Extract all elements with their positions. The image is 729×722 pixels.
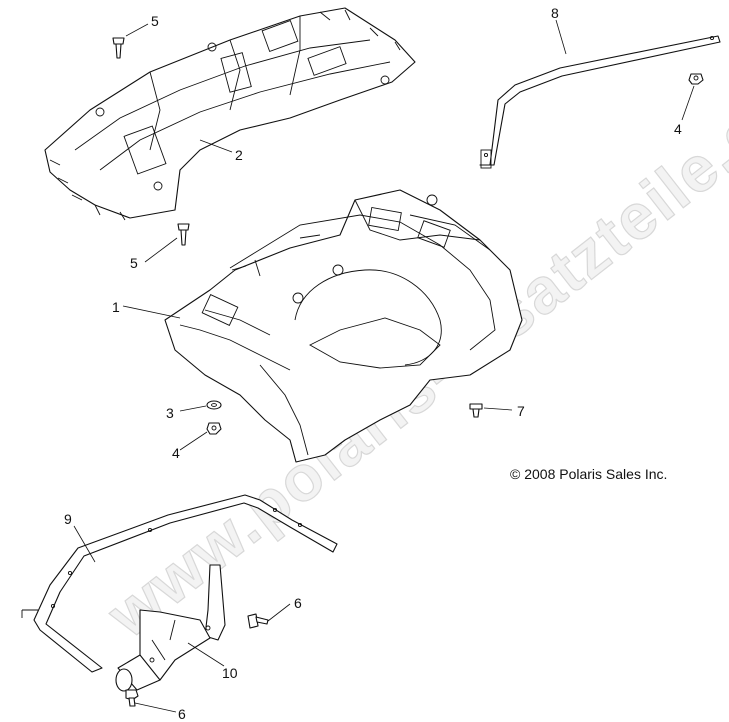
washer-part xyxy=(206,400,222,410)
callout-8: 8 xyxy=(551,5,559,21)
rear-bar-part xyxy=(479,35,721,169)
callout-2: 2 xyxy=(235,147,243,163)
bolt-part-bottom xyxy=(125,689,139,707)
callout-4-top: 4 xyxy=(674,121,682,137)
nut-part-top xyxy=(688,73,704,85)
leader-lines xyxy=(73,19,695,713)
callout-5-middle: 5 xyxy=(130,255,138,271)
callout-labels: 5 2 8 4 5 1 3 4 7 9 6 10 6 xyxy=(64,5,682,722)
front-bar-part xyxy=(21,494,338,673)
bolt-part-middle xyxy=(177,223,190,246)
front-rack-part xyxy=(44,7,416,221)
bolt-part-top xyxy=(112,37,125,59)
callout-6-right: 6 xyxy=(294,595,302,611)
bracket-part xyxy=(115,564,226,692)
bolt-part-right xyxy=(247,613,269,629)
callout-5-top: 5 xyxy=(151,13,159,29)
nut-part-middle xyxy=(206,422,222,435)
copyright-text: © 2008 Polaris Sales Inc. xyxy=(510,466,667,482)
callout-1: 1 xyxy=(112,299,120,315)
callout-10: 10 xyxy=(222,665,238,681)
callout-4-middle: 4 xyxy=(172,445,180,461)
callout-6-bottom: 6 xyxy=(178,706,186,722)
callout-9: 9 xyxy=(64,511,72,527)
rear-fender-part xyxy=(164,189,523,463)
callout-7: 7 xyxy=(517,403,525,419)
push-rivet-part xyxy=(469,403,483,418)
callout-3: 3 xyxy=(166,405,174,421)
